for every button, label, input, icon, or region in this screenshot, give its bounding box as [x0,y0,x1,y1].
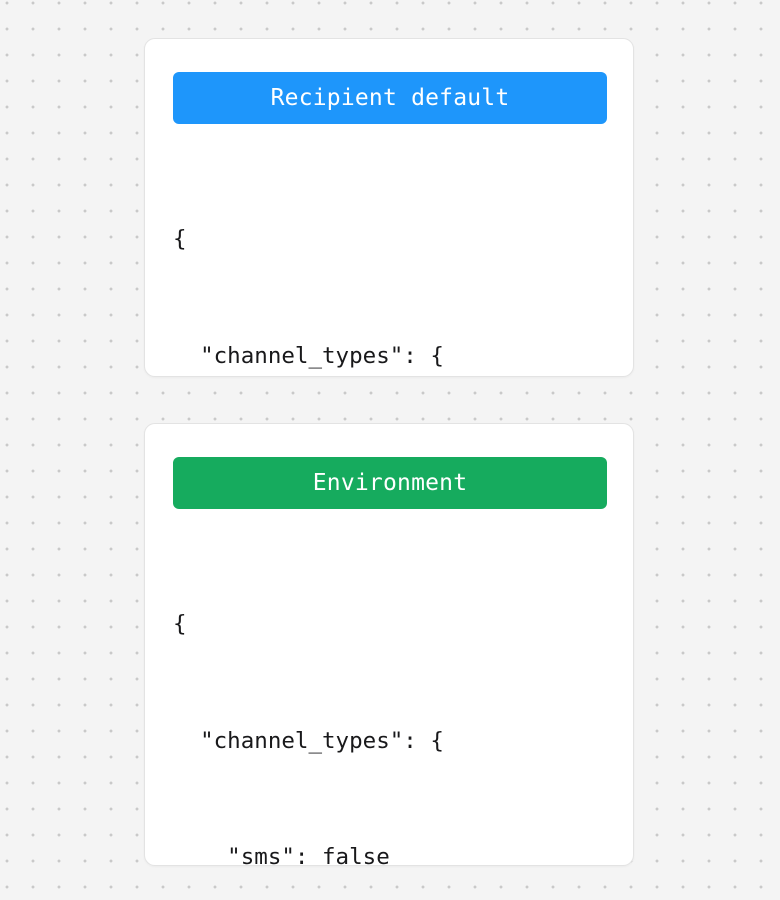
json-body-environment: { "channel_types": { "sms": false }, "ca… [173,528,613,866]
json-body-recipient-default: { "channel_types": { "sms": true } } [173,143,613,376]
card-header-label: Environment [312,470,468,496]
json-line: "sms": false [173,843,390,866]
preference-card-recipient-default[interactable]: Recipient default { "channel_types": { "… [144,38,634,377]
card-header-recipient-default: Recipient default [173,72,607,124]
json-line: "channel_types": { [173,727,444,754]
card-header-environment: Environment [173,457,607,509]
preference-card-environment[interactable]: Environment { "channel_types": { "sms": … [144,423,634,866]
json-line: { [173,226,187,253]
json-line: "channel_types": { [173,342,444,369]
json-line: { [173,611,187,638]
card-header-label: Recipient default [270,85,510,111]
